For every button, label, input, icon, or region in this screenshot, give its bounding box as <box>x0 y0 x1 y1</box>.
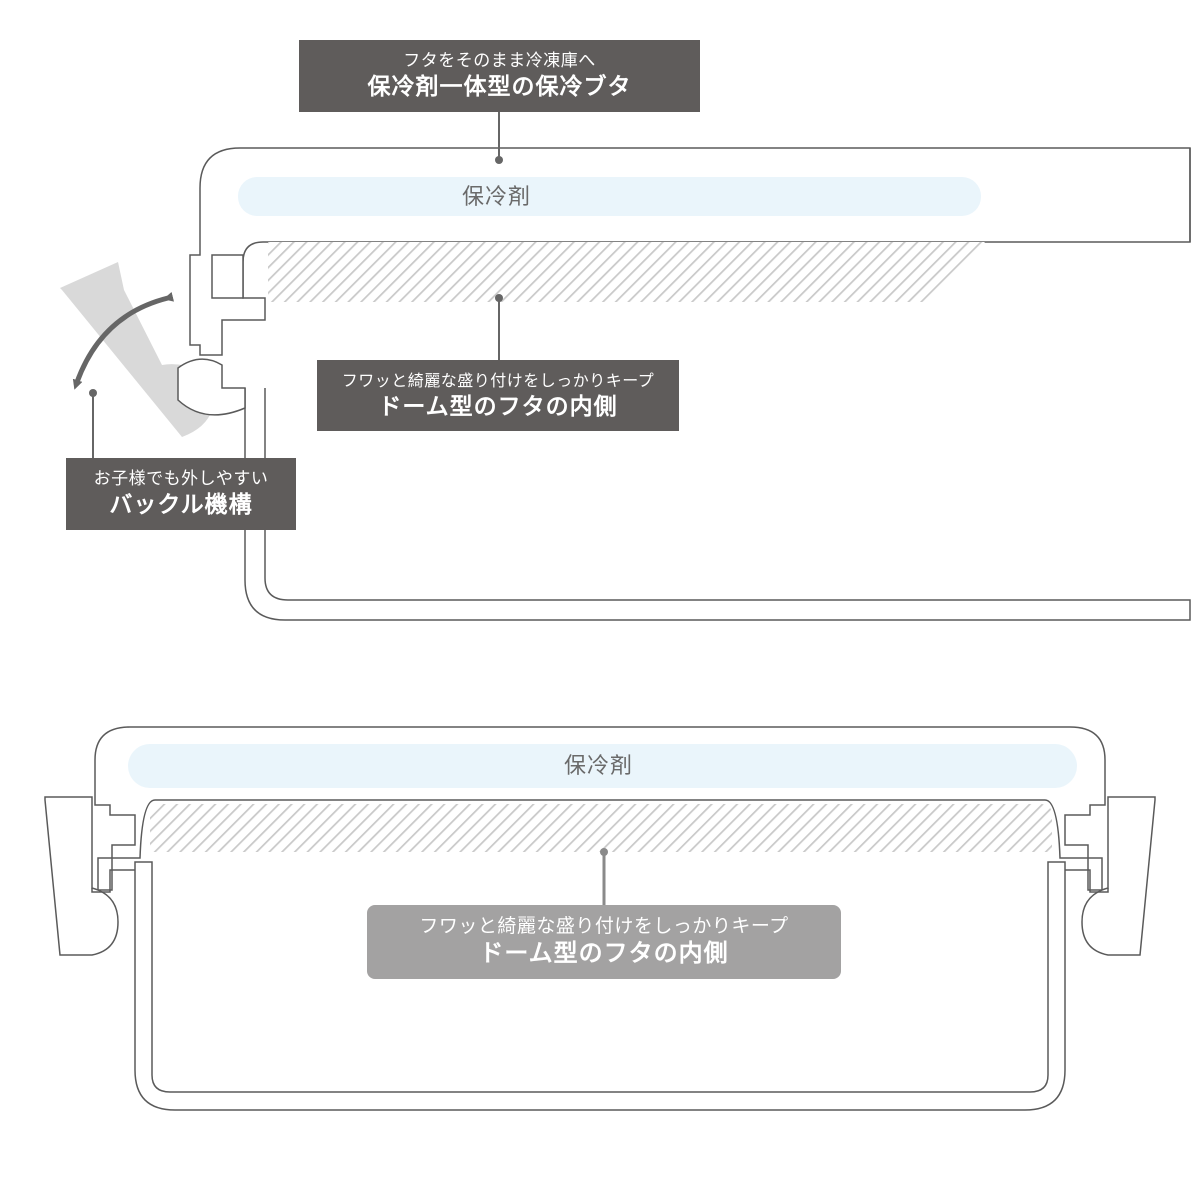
right-buckle-icon <box>1081 796 1156 956</box>
bottom-view <box>44 726 1156 1111</box>
top-container-wall <box>244 388 1191 621</box>
top-lid-rim <box>211 254 244 299</box>
top-dome-callout: フワッと綺麗な盛り付けをしっかりキープ ドーム型のフタの内側 <box>317 360 679 431</box>
top-dome-callout-main: ドーム型のフタの内側 <box>378 394 618 420</box>
left-buckle-icon <box>44 796 119 956</box>
bottom-container <box>134 861 1066 1111</box>
lid-callout-main: 保冷剤一体型の保冷ブタ <box>367 74 632 100</box>
buckle-callout-sub: お子様でも外しやすい <box>93 469 269 489</box>
top-dome-callout-sub: フワッと綺麗な盛り付けをしっかりキープ <box>341 371 655 390</box>
top-dome-hatch <box>268 242 985 302</box>
buckle-callout: お子様でも外しやすい バックル機構 <box>66 458 296 530</box>
bottom-dome-hatch <box>150 804 1052 852</box>
top-ice-pack <box>238 177 981 216</box>
lid-callout-sub: フタをそのまま冷凍庫へ <box>403 51 596 71</box>
bottom-ice-pack-label: 保冷剤 <box>564 754 634 779</box>
top-view <box>60 110 1191 621</box>
buckle-callout-main: バックル機構 <box>109 492 253 518</box>
bottom-dome-callout: フワッと綺麗な盛り付けをしっかりキープ ドーム型のフタの内側 <box>367 905 841 979</box>
buckle-hinge <box>177 358 246 416</box>
lid-callout: フタをそのまま冷凍庫へ 保冷剤一体型の保冷ブタ <box>299 40 700 112</box>
rotation-arrow-icon <box>72 291 175 390</box>
bottom-ice-pack <box>128 744 1077 788</box>
bottom-dome-callout-sub: フワッと綺麗な盛り付けをしっかりキープ <box>419 915 789 937</box>
bottom-dome-callout-main: ドーム型のフタの内側 <box>479 939 729 967</box>
top-ice-pack-label: 保冷剤 <box>462 185 532 210</box>
